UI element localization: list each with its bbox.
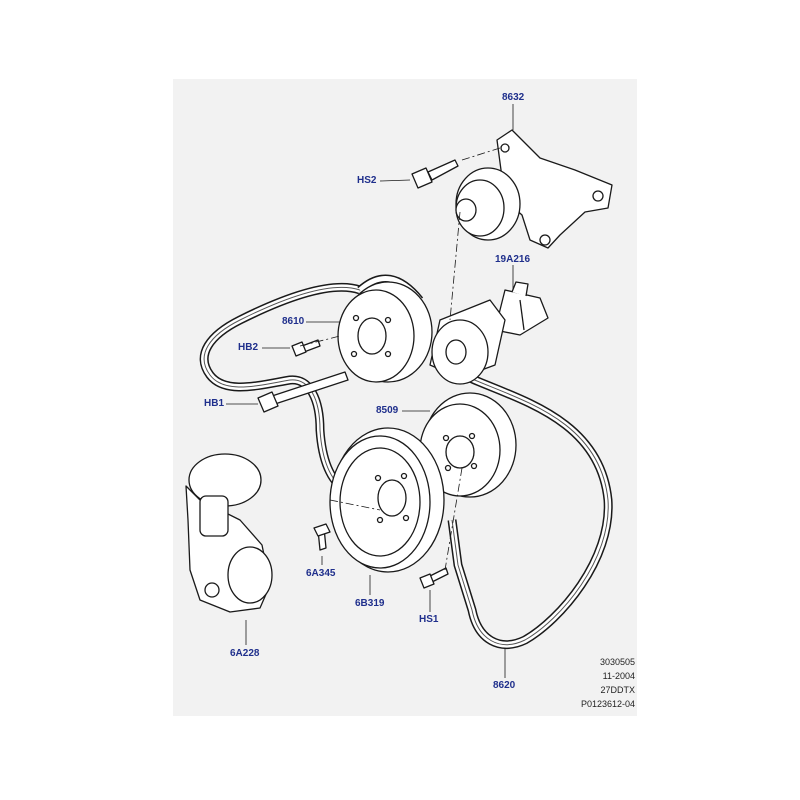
callout-6a228: 6A228 — [230, 648, 260, 659]
callout-8632: 8632 — [502, 92, 525, 103]
bolt-6a345 — [313, 523, 331, 551]
bolt-hs2 — [411, 159, 459, 189]
pulley-8509 — [419, 392, 517, 498]
callout-hb1: HB1 — [204, 398, 225, 409]
callout-6a345: 6A345 — [306, 568, 336, 579]
callout-8610: 8610 — [282, 316, 305, 327]
leader-lines — [226, 104, 514, 678]
reference-model: 27DDTX — [600, 685, 635, 695]
reference-code: 3030505 — [599, 657, 635, 667]
callout-hb2: HB2 — [238, 342, 259, 353]
reference-part-id: P0123612-04 — [580, 699, 635, 709]
bolt-hb1 — [257, 371, 349, 413]
belt-8620 — [447, 373, 613, 649]
callout-hs1: HS1 — [419, 614, 439, 625]
crankshaft-pulley-6b319 — [329, 427, 445, 573]
pulley-8610 — [337, 281, 433, 383]
reference-date: 11-2004 — [602, 671, 635, 681]
callout-hs2: HS2 — [357, 175, 377, 186]
bracket-8632 — [455, 129, 613, 249]
callout-19a216: 19A216 — [495, 254, 531, 265]
tensioner-assembly-6a228 — [185, 453, 273, 613]
callout-6b319: 6B319 — [355, 598, 385, 609]
callout-8620: 8620 — [493, 680, 516, 691]
tensioner-19a216 — [429, 281, 549, 385]
callout-8509: 8509 — [376, 405, 399, 416]
bolt-hs1 — [419, 567, 449, 589]
